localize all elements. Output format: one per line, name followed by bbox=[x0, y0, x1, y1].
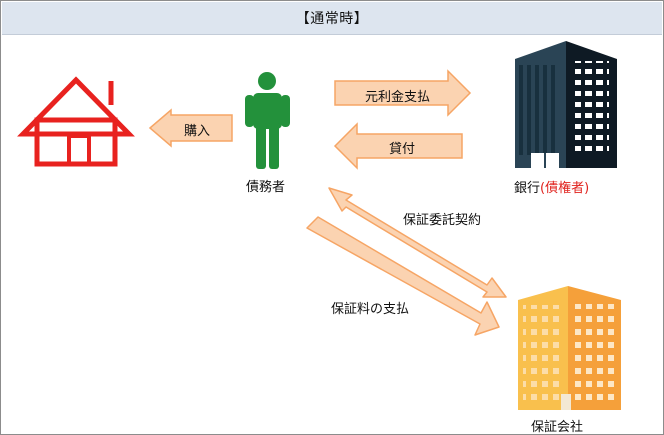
header-title: 【通常時】 bbox=[2, 2, 662, 35]
purchase-arrow bbox=[148, 108, 233, 148]
lending-arrow bbox=[333, 122, 463, 170]
bank-label: 銀行(債権者) bbox=[514, 177, 589, 196]
person-icon bbox=[245, 72, 290, 169]
guarantee-contract-arrow bbox=[328, 187, 507, 298]
principal-interest-payment-label: 元利金支払 bbox=[365, 90, 431, 105]
house-icon bbox=[17, 76, 135, 167]
guarantee-fee-payment-label: 保証料の支払 bbox=[331, 302, 410, 317]
guarantee-company-label: 保証会社 bbox=[531, 420, 584, 435]
purchase-label: 購入 bbox=[184, 124, 211, 139]
guarantee-fee-arrow bbox=[306, 216, 500, 336]
bank-name: 銀行 bbox=[514, 181, 541, 196]
guarantee-contract-label: 保証委託契約 bbox=[403, 213, 482, 228]
debtor-label: 債務者 bbox=[246, 180, 286, 195]
bank-role: (債権者) bbox=[540, 181, 590, 196]
lending-label: 貸付 bbox=[389, 142, 416, 157]
bank-building-icon bbox=[515, 41, 617, 168]
principal-interest-arrow bbox=[334, 69, 472, 117]
company-building-icon bbox=[518, 286, 621, 410]
